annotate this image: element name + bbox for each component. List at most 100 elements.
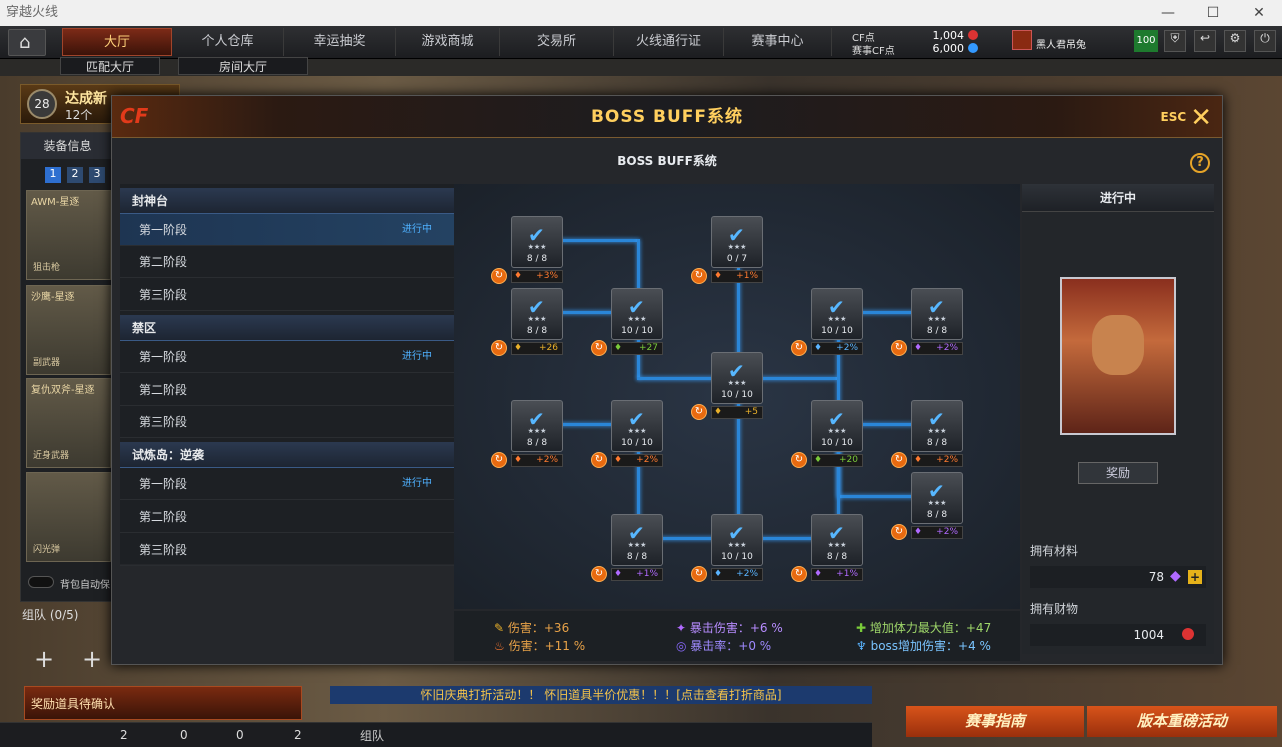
- close-button[interactable]: ESC✕: [1161, 105, 1212, 131]
- reward-button[interactable]: 奖励: [1078, 462, 1158, 484]
- refresh-icon[interactable]: ↻: [691, 566, 707, 582]
- refresh-icon[interactable]: ↻: [891, 340, 907, 356]
- page-3[interactable]: 3: [89, 167, 105, 183]
- summary-crit-damage: ✦ 暴击伤害：+6 %: [676, 621, 783, 635]
- weapon-slot-3[interactable]: 复仇双斧-星逐近身武器: [26, 378, 111, 468]
- event-guide-button[interactable]: 赛事指南: [906, 706, 1084, 737]
- stars-icon: ★★★: [927, 499, 947, 507]
- stars-icon: ★★★: [827, 315, 847, 323]
- minimize-icon[interactable]: —: [1161, 5, 1175, 21]
- add-member-button[interactable]: +: [82, 645, 103, 673]
- refresh-icon[interactable]: ↻: [791, 340, 807, 356]
- check-icon: ✔: [528, 407, 545, 431]
- refresh-icon[interactable]: ↻: [691, 268, 707, 284]
- gear-icon[interactable]: ⚙: [1224, 30, 1246, 52]
- equipment-tab[interactable]: 装备信息: [21, 133, 114, 159]
- buff-node[interactable]: ✔★★★8 / 8: [911, 288, 963, 340]
- tree-connector: [837, 495, 937, 498]
- reward-confirm-bar[interactable]: 奖励道具待确认: [24, 686, 302, 720]
- stage-item[interactable]: 第三阶段: [120, 279, 454, 311]
- buff-node[interactable]: ✔★★★10 / 10: [811, 288, 863, 340]
- weapon-type: 狙击枪: [33, 263, 61, 273]
- page-1[interactable]: 1: [45, 167, 61, 183]
- boss-buff-dialog: CF BOSS BUFF系统 ESC✕ BOSS BUFF系统 ? 封神台 第一…: [111, 95, 1223, 665]
- node-bonus: ♦+2%: [911, 454, 963, 467]
- home-button[interactable]: ⌂: [8, 29, 46, 56]
- news-ticker[interactable]: 怀旧庆典打折活动！！ 怀旧道具半价优惠！！！[点击查看打折商品]: [330, 686, 872, 704]
- stage-item[interactable]: 第一阶段进行中: [120, 468, 454, 500]
- check-icon: ✔: [528, 295, 545, 319]
- refresh-icon[interactable]: ↻: [791, 452, 807, 468]
- refresh-icon[interactable]: ↻: [591, 340, 607, 356]
- refresh-icon[interactable]: ↻: [491, 340, 507, 356]
- tab-warehouse[interactable]: 个人仓库: [172, 28, 284, 56]
- buff-node[interactable]: ✔★★★8 / 8: [511, 400, 563, 452]
- buff-node[interactable]: ✔★★★0 / 7: [711, 216, 763, 268]
- buff-node[interactable]: ✔★★★8 / 8: [911, 400, 963, 452]
- add-material-button[interactable]: +: [1188, 570, 1202, 584]
- weapon-slot-1[interactable]: AWM-星逐狙击枪: [26, 190, 111, 280]
- status-count: 2: [120, 728, 128, 742]
- stage-item[interactable]: 第二阶段: [120, 374, 454, 406]
- tab-events[interactable]: 赛事中心: [724, 28, 832, 56]
- close-icon[interactable]: ✕: [1253, 5, 1265, 21]
- refresh-icon[interactable]: ↻: [891, 452, 907, 468]
- refresh-icon[interactable]: ↻: [591, 452, 607, 468]
- shield-icon[interactable]: ⛨: [1164, 30, 1186, 52]
- tab-lobby[interactable]: 大厅: [62, 28, 172, 56]
- node-progress: 8 / 8: [526, 438, 548, 448]
- power-icon[interactable]: ⏻: [1254, 30, 1276, 52]
- refresh-icon[interactable]: ↻: [491, 268, 507, 284]
- auto-save-toggle[interactable]: [28, 576, 54, 588]
- buff-node[interactable]: ✔★★★8 / 8: [511, 288, 563, 340]
- stage-item[interactable]: 第二阶段: [120, 501, 454, 533]
- version-activity-button[interactable]: 版本重磅活动: [1087, 706, 1277, 737]
- tab-mall[interactable]: 游戏商城: [396, 28, 500, 56]
- buff-node[interactable]: ✔★★★8 / 8: [611, 514, 663, 566]
- buff-node[interactable]: ✔★★★8 / 8: [911, 472, 963, 524]
- dialog-title: BOSS BUFF系统: [590, 107, 744, 127]
- maximize-icon[interactable]: ☐: [1206, 5, 1220, 21]
- buff-node[interactable]: ✔★★★10 / 10: [711, 514, 763, 566]
- stage-item[interactable]: 第三阶段: [120, 534, 454, 566]
- chat-bar: 组队: [330, 722, 872, 747]
- cf-label: CF点: [852, 33, 875, 44]
- page-2[interactable]: 2: [67, 167, 83, 183]
- add-member-button[interactable]: +: [34, 645, 55, 673]
- refresh-icon[interactable]: ↻: [591, 566, 607, 582]
- buff-node[interactable]: ✔★★★10 / 10: [611, 288, 663, 340]
- refresh-icon[interactable]: ↻: [691, 404, 707, 420]
- back-icon[interactable]: ↩: [1194, 30, 1216, 52]
- weapon-slot-2[interactable]: 沙鹰-星逐副武器: [26, 285, 111, 375]
- buff-node[interactable]: ✔★★★10 / 10: [711, 352, 763, 404]
- stage-item[interactable]: 第一阶段进行中: [120, 341, 454, 373]
- buff-node[interactable]: ✔★★★8 / 8: [511, 216, 563, 268]
- help-icon[interactable]: ?: [1190, 153, 1210, 173]
- auto-save-label: 背包自动保: [60, 580, 110, 591]
- rank-icon: [1012, 30, 1032, 50]
- subtab-room[interactable]: 房间大厅: [178, 57, 308, 75]
- buff-node[interactable]: ✔★★★10 / 10: [611, 400, 663, 452]
- stat-icon: ♦: [714, 271, 723, 281]
- stage-label: 第二阶段: [139, 510, 188, 524]
- user-name[interactable]: 黑人君吊兔: [1036, 40, 1086, 51]
- buff-node[interactable]: ✔★★★8 / 8: [811, 514, 863, 566]
- weapon-slot-4[interactable]: 闪光弹: [26, 472, 111, 562]
- stage-item[interactable]: 第二阶段: [120, 246, 454, 278]
- refresh-icon[interactable]: ↻: [891, 524, 907, 540]
- stage-label: 第一阶段: [139, 350, 188, 364]
- tab-exchange[interactable]: 交易所: [500, 28, 614, 56]
- subtab-match[interactable]: 匹配大厅: [60, 57, 160, 75]
- event-cf-label: 赛事CF点: [852, 46, 895, 57]
- achievement-badge: 28: [27, 89, 57, 119]
- refresh-icon[interactable]: ↻: [491, 452, 507, 468]
- tab-lottery[interactable]: 幸运抽奖: [284, 28, 396, 56]
- stage-item[interactable]: 第三阶段: [120, 406, 454, 438]
- buff-node[interactable]: ✔★★★10 / 10: [811, 400, 863, 452]
- stage-item[interactable]: 第一阶段进行中: [120, 214, 454, 246]
- tab-battlepass[interactable]: 火线通行证: [614, 28, 724, 56]
- team-button[interactable]: 组队: [360, 729, 385, 743]
- crit-rate-icon: ◎: [676, 639, 691, 653]
- refresh-icon[interactable]: ↻: [791, 566, 807, 582]
- node-progress: 0 / 7: [726, 254, 748, 264]
